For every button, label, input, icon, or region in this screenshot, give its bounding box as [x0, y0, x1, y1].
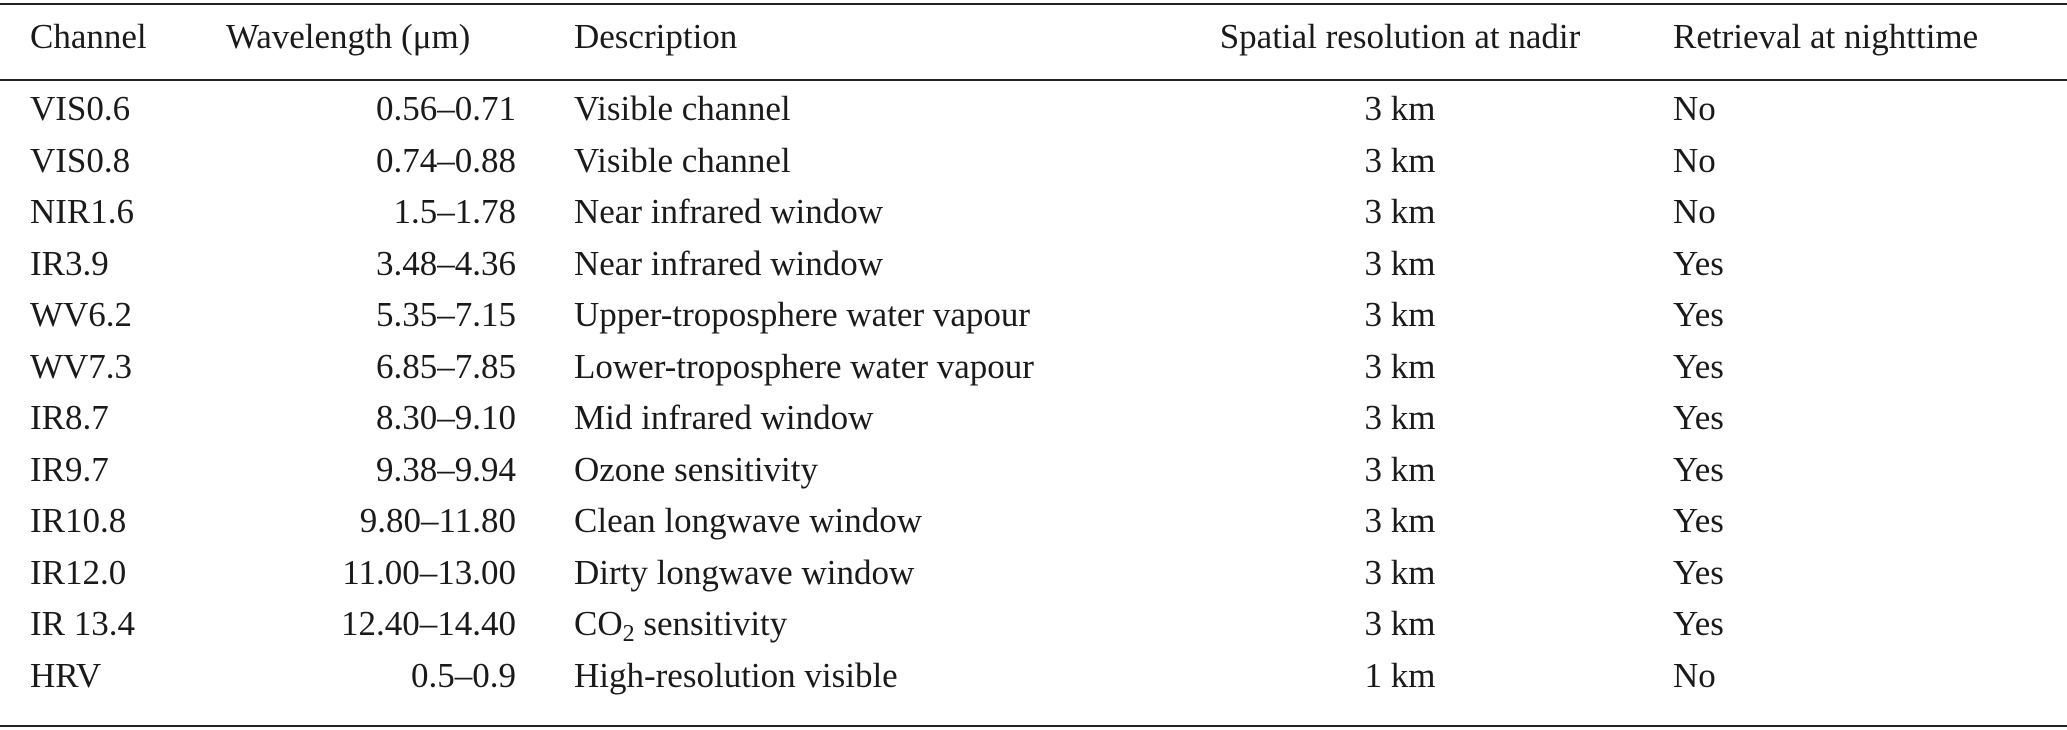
cell-description: Near infrared window [574, 192, 884, 231]
cell-channel: WV7.3 [30, 346, 133, 386]
cell-description: Near infrared window [574, 243, 884, 283]
cell-channel: VIS0.6 [30, 89, 131, 128]
cell-resolution: 3 km [1364, 140, 1436, 180]
cell-description: High-resolution visible [574, 655, 898, 695]
description-prefix: CO [574, 604, 623, 643]
table-header-row: Channel Wavelength (μm) Description Spat… [0, 11, 2067, 63]
table-row: VIS0.8 0.74–0.88 Visible channel 3 km No [0, 135, 2067, 187]
cell-channel: IR12.0 [30, 552, 127, 592]
table-row: IR9.7 9.38–9.94 Ozone sensitivity 3 km Yes [0, 444, 2067, 496]
cell-description: Clean longwave window [574, 501, 922, 540]
table-row: WV6.2 5.35–7.15 Upper-troposphere water va… [0, 289, 2067, 341]
cell-resolution: 3 km [1364, 552, 1436, 592]
cell-nighttime: No [1673, 140, 1716, 180]
description-suffix: sensitivity [634, 604, 788, 643]
cell-channel: IR8.7 [30, 398, 109, 437]
table-row: IR3.9 3.48–4.36 Near infrared window 3 km Ye… [0, 238, 2067, 290]
cell-wavelength: 0.5–0.9 [411, 655, 516, 695]
table-row: VIS0.6 0.56–0.71 Visible channel 3 km No [0, 83, 2067, 135]
cell-wavelength: 1.5–1.78 [393, 192, 517, 231]
cell-nighttime: Yes [1673, 243, 1724, 283]
table-row: WV7.3 6.85–7.85 Lower-troposphere water va… [0, 341, 2067, 393]
cell-resolution: 3 km [1364, 346, 1436, 386]
cell-wavelength: 9.38–9.94 [376, 449, 516, 489]
cell-nighttime: Yes [1673, 346, 1724, 386]
cell-resolution: 3 km [1364, 295, 1436, 334]
cell-resolution: 3 km [1364, 398, 1436, 437]
cell-nighttime: Yes [1673, 295, 1724, 334]
header-nighttime: Retrieval at nighttime [1673, 17, 1979, 56]
cell-description: Lower-troposphere water vapour [574, 346, 1034, 386]
cell-description: Mid infrared window [574, 398, 874, 437]
cell-nighttime: Yes [1673, 449, 1724, 489]
cell-resolution: 3 km [1364, 243, 1436, 283]
cell-resolution: 3 km [1364, 89, 1436, 128]
table-row: IR10.8 9.80–11.80 Clean longwave window 3 k… [0, 495, 2067, 547]
cell-resolution: 3 km [1364, 192, 1436, 231]
header-description: Description [574, 17, 738, 56]
header-channel: Channel [30, 17, 147, 56]
cell-resolution: 3 km [1364, 604, 1436, 643]
cell-description: Ozone sensitivity [574, 449, 818, 489]
header-resolution: Spatial resolution at nadir [1219, 17, 1581, 56]
description-subscript: 2 [622, 621, 635, 647]
table-top-rule [0, 3, 2067, 5]
cell-wavelength: 9.80–11.80 [359, 501, 516, 540]
cell-description: Visible channel [574, 140, 791, 180]
cell-resolution: 3 km [1364, 449, 1436, 489]
cell-nighttime: Yes [1673, 501, 1724, 540]
header-wavelength: Wavelength (μm) [226, 17, 471, 56]
cell-channel: HRV [30, 655, 102, 695]
cell-description: Dirty longwave window [574, 552, 915, 592]
cell-resolution: 3 km [1364, 501, 1436, 540]
table-bottom-rule [0, 725, 2067, 727]
cell-wavelength: 6.85–7.85 [376, 346, 516, 386]
cell-wavelength: 0.56–0.71 [376, 89, 516, 128]
cell-wavelength: 3.48–4.36 [376, 243, 516, 283]
cell-nighttime: Yes [1673, 552, 1724, 592]
cell-channel: VIS0.8 [30, 140, 131, 180]
cell-nighttime: No [1673, 655, 1716, 695]
cell-channel: IR9.7 [30, 449, 109, 489]
table-row: IR12.0 11.00–13.00 Dirty longwave window 3 … [0, 547, 2067, 599]
cell-wavelength: 11.00–13.00 [342, 552, 516, 592]
table-row: HRV 0.5–0.9 High-resolution visible 1 km No [0, 650, 2067, 702]
table-row: IR8.7 8.30–9.10 Mid infrared window 3 km Yes [0, 392, 2067, 444]
cell-wavelength: 8.30–9.10 [376, 398, 516, 437]
cell-description: CO2 sensitivity [574, 598, 787, 650]
cell-channel: NIR1.6 [30, 192, 135, 231]
cell-channel: WV6.2 [30, 295, 133, 334]
cell-nighttime: Yes [1673, 604, 1724, 643]
cell-resolution: 1 km [1364, 655, 1436, 695]
cell-wavelength: 0.74–0.88 [376, 140, 516, 180]
table-row: NIR1.6 1.5–1.78 Near infrared window 3 km No [0, 186, 2067, 238]
cell-channel: IR 13.4 [30, 604, 135, 643]
cell-channel: IR3.9 [30, 243, 109, 283]
cell-wavelength: 12.40–14.40 [341, 604, 516, 643]
table-header-rule [0, 79, 2067, 81]
cell-channel: IR10.8 [30, 501, 127, 540]
cell-nighttime: Yes [1673, 398, 1724, 437]
cell-wavelength: 5.35–7.15 [376, 295, 516, 334]
cell-nighttime: No [1673, 192, 1716, 231]
cell-nighttime: No [1673, 89, 1716, 128]
cell-description: Upper-troposphere water vapour [574, 295, 1031, 334]
cell-description: Visible channel [574, 89, 791, 128]
table-row: IR 13.4 12.40–14.40 CO2 sensitivity 3 km Yes [0, 598, 2067, 650]
